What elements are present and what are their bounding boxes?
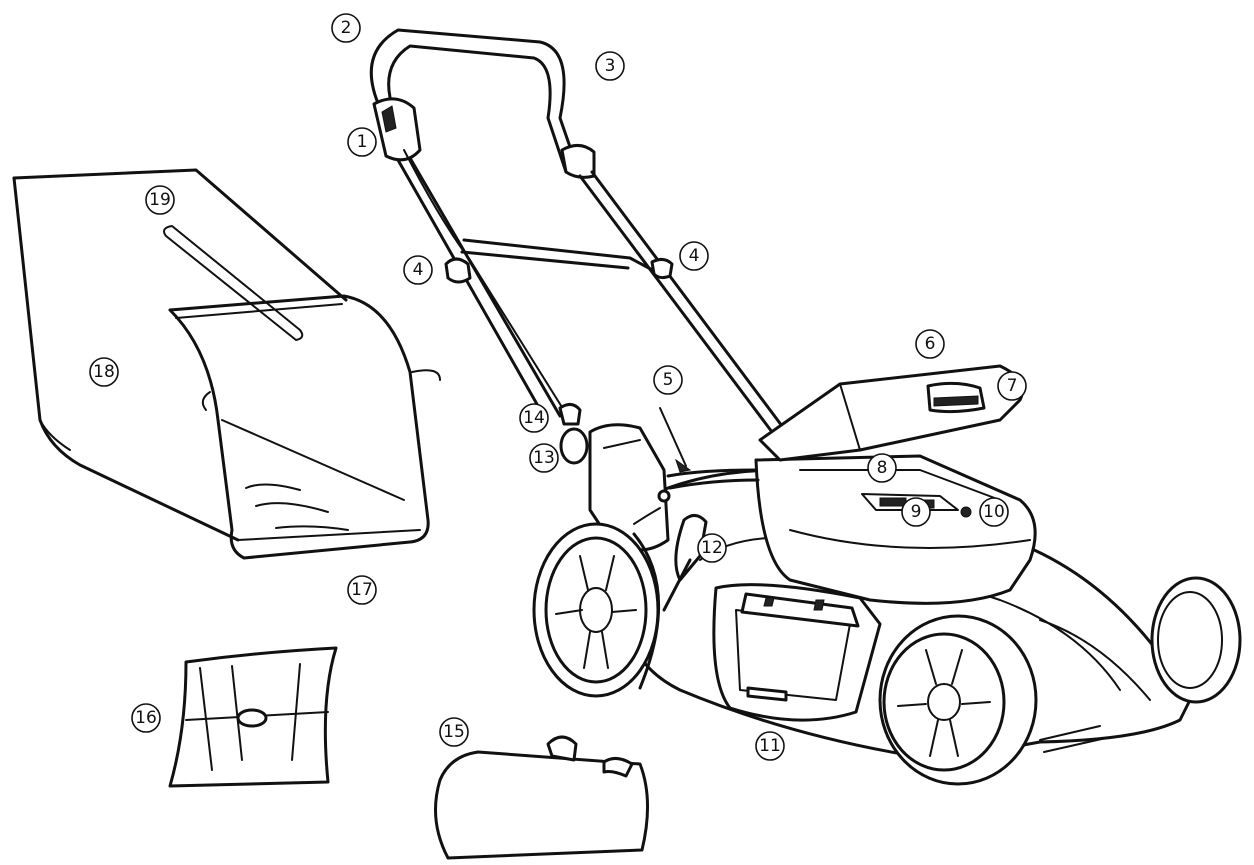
- callout-14-label: 14: [523, 408, 545, 428]
- callout-15: 15: [439, 717, 469, 747]
- callout-18: 18: [89, 357, 119, 387]
- mulching-plug-drawing: [168, 646, 338, 788]
- mower-handle-drawing: [369, 28, 784, 465]
- callout-3-label: 3: [605, 56, 616, 76]
- callout-5: 5: [653, 365, 683, 395]
- callout-12-label: 12: [701, 538, 723, 558]
- callout-2: 2: [331, 13, 361, 43]
- callout-10: 10: [979, 497, 1009, 527]
- callout-13-label: 13: [533, 448, 555, 468]
- callout-4-right-label: 4: [689, 246, 700, 266]
- callout-8-label: 8: [877, 458, 888, 478]
- callout-17-label: 17: [351, 580, 373, 600]
- callout-4-left-label: 4: [413, 260, 424, 280]
- callout-16-label: 16: [135, 708, 157, 728]
- callout-7-label: 7: [1007, 376, 1018, 396]
- callout-2-label: 2: [341, 18, 352, 38]
- callout-9: 9: [901, 497, 931, 527]
- callout-4-right: 4: [679, 241, 709, 271]
- callout-10-label: 10: [983, 502, 1005, 522]
- callout-19: 19: [145, 185, 175, 215]
- callout-4-left: 4: [403, 255, 433, 285]
- callout-12: 12: [697, 533, 727, 563]
- callout-6: 6: [915, 329, 945, 359]
- callout-6-label: 6: [925, 334, 936, 354]
- callout-3: 3: [595, 51, 625, 81]
- callout-1-label: 1: [357, 132, 368, 152]
- callout-11-label: 11: [759, 736, 781, 756]
- callout-16: 16: [131, 703, 161, 733]
- grass-bag-drawing: [12, 168, 441, 560]
- callout-14: 14: [519, 403, 549, 433]
- callout-13: 13: [529, 443, 559, 473]
- callout-19-label: 19: [149, 190, 171, 210]
- callout-8: 8: [867, 453, 897, 483]
- callout-15-label: 15: [443, 722, 465, 742]
- mower-body-drawing: [532, 364, 1242, 786]
- callout-9-label: 9: [911, 502, 922, 522]
- callout-11: 11: [755, 731, 785, 761]
- callout-5-label: 5: [663, 370, 674, 390]
- callout-1: 1: [347, 127, 377, 157]
- callout-17: 17: [347, 575, 377, 605]
- side-discharge-drawing: [434, 735, 649, 860]
- callout-7: 7: [997, 371, 1027, 401]
- callout-18-label: 18: [93, 362, 115, 382]
